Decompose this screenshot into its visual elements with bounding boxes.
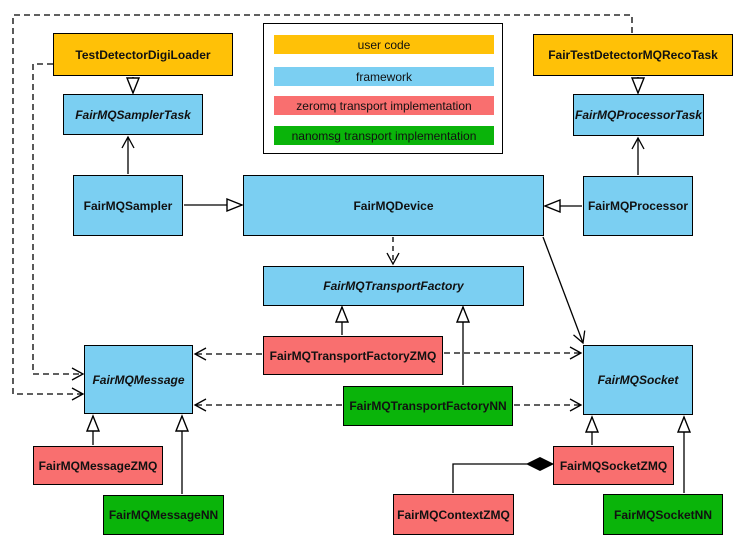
node-fairmqsampler: FairMQSampler [73, 175, 183, 236]
edge-recotask-message [12, 14, 633, 401]
node-fairmqprocessortask: FairMQProcessorTask [573, 94, 704, 136]
node-testdetectordigiloader: TestDetectorDigiLoader [53, 33, 233, 76]
node-fairtestdetectormqrecotask: FairTestDetectorMQRecoTask [533, 34, 733, 76]
node-fairmqcontextzmq: FairMQContextZMQ [393, 494, 514, 535]
node-fairmqsocket: FairMQSocket [583, 345, 693, 415]
node-fairmqmessagenn: FairMQMessageNN [103, 495, 224, 535]
node-fairmqsamplertask: FairMQSamplerTask [63, 94, 203, 135]
node-fairmqmessagezmq: FairMQMessageZMQ [33, 446, 163, 485]
node-fairmqmessage: FairMQMessage [84, 345, 193, 414]
legend-item-nanomsg: nanomsg transport implementation [274, 126, 494, 145]
edge-contextzmq-socketzmq [452, 463, 527, 493]
legend: user code framework zeromq transport imp… [263, 23, 503, 154]
node-fairmqtransportfactoryzmq: FairMQTransportFactoryZMQ [263, 336, 443, 375]
node-fairmqsocketzmq: FairMQSocketZMQ [553, 446, 674, 485]
edge-device-socket [542, 236, 586, 345]
legend-item-zeromq: zeromq transport implementation [274, 96, 494, 115]
node-fairmqsocketnn: FairMQSocketNN [603, 494, 723, 535]
node-fairmqtransportfactory: FairMQTransportFactory [263, 266, 524, 306]
legend-item-framework: framework [274, 67, 494, 86]
node-fairmqdevice: FairMQDevice [243, 175, 544, 236]
node-fairmqprocessor: FairMQProcessor [583, 176, 693, 236]
edge-digiloader-message [32, 63, 85, 381]
composition-diamond [525, 456, 555, 472]
legend-item-user-code: user code [274, 35, 494, 54]
node-fairmqtransportfactorynn: FairMQTransportFactoryNN [343, 386, 513, 426]
